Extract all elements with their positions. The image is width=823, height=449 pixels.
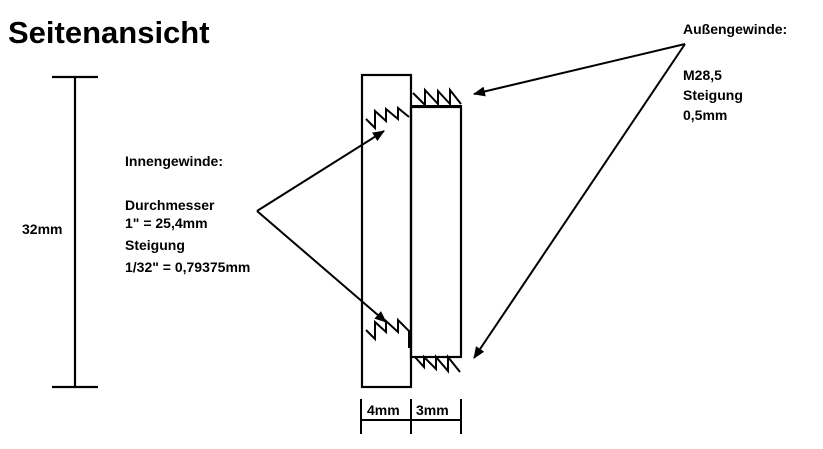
inner-thread-top — [365, 105, 410, 131]
width-label-right: 3mm — [416, 402, 449, 418]
inner-thread-diameter-value: 1" = 25,4mm — [125, 215, 208, 231]
inner-thread-arrow-top — [256, 130, 385, 212]
outer-thread-bottom — [414, 354, 461, 374]
width-dimension — [360, 399, 462, 434]
width-label-left: 4mm — [367, 402, 400, 418]
outer-thread-heading: Außengewinde: — [683, 21, 788, 37]
outer-thread-arrow-top — [473, 43, 686, 97]
outer-thread-diameter-value: M28,5 — [683, 67, 722, 83]
inner-thread-bottom — [365, 317, 410, 348]
outer-thread-pitch-value: 0,5mm — [683, 107, 728, 123]
page-title: Seitenansicht — [8, 15, 210, 50]
height-dimension — [52, 75, 98, 389]
inner-thread-heading: Innengewinde: — [125, 153, 223, 169]
inner-thread-arrow-bottom — [256, 210, 387, 323]
outer-thread-pitch-label: Steigung — [683, 87, 743, 103]
outer-ring — [409, 105, 463, 359]
part-body — [360, 73, 463, 389]
outer-thread-arrow-bottom — [473, 43, 686, 359]
leader-arrows — [256, 43, 686, 359]
outer-thread-top — [412, 87, 462, 108]
inner-thread-pitch-value: 1/32" = 0,79375mm — [125, 259, 251, 275]
threads — [365, 87, 462, 374]
inner-thread-diameter-label: Durchmesser — [125, 197, 215, 213]
height-label: 32mm — [22, 221, 63, 237]
inner-thread-pitch-label: Steigung — [125, 237, 185, 253]
